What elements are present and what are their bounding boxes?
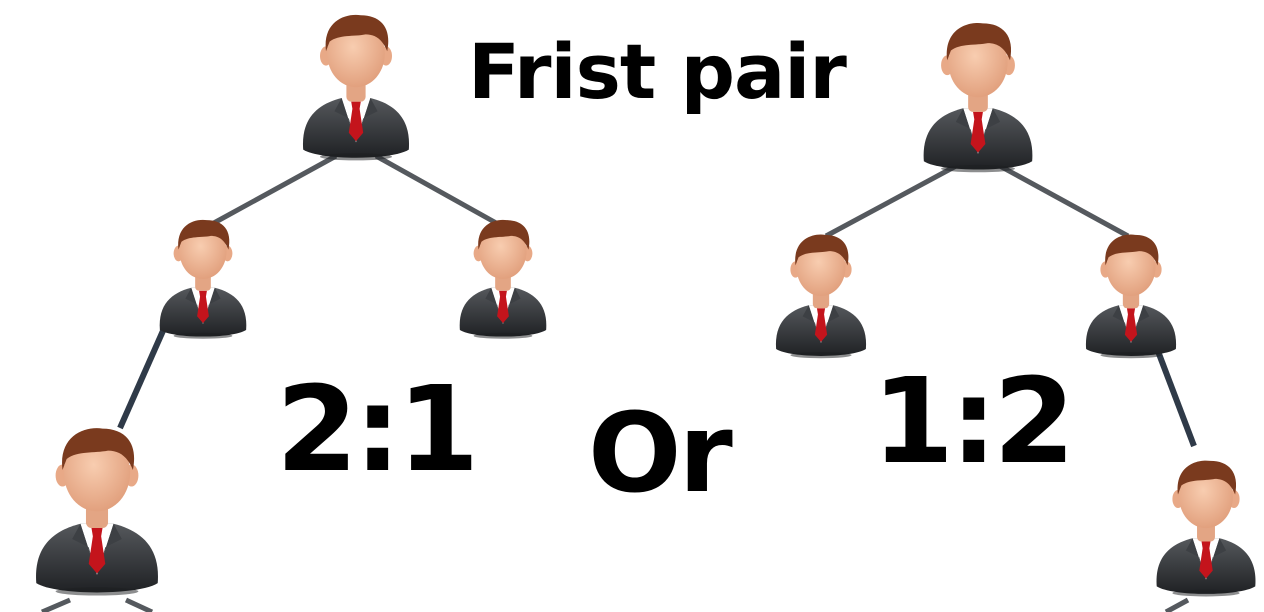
right-child-a-person-icon	[775, 234, 867, 359]
left-continuation-edge-a	[41, 597, 71, 612]
diagram-title: Frist pair	[468, 27, 847, 116]
right-continuation-edge	[1164, 597, 1190, 612]
right-tree-edges	[824, 163, 1197, 448]
right-root-person-icon	[923, 23, 1033, 173]
right-child-b-person-icon	[1085, 234, 1177, 359]
left-root-person-icon	[302, 14, 410, 161]
left-continuation-edge-b	[124, 597, 154, 612]
left-edge-root-to-left-child	[210, 153, 338, 227]
left-edge-root-to-right-child	[374, 153, 500, 227]
right-edge-child-to-grandchild	[1153, 344, 1197, 448]
left-child-b-person-icon	[459, 219, 547, 339]
right-grandchild-person-icon	[1156, 460, 1256, 597]
left-edge-child-to-grandchild	[117, 322, 169, 430]
left-tree-edges	[117, 153, 500, 430]
or-connector-label: Or	[588, 389, 733, 517]
left-ratio-label: 2:1	[276, 360, 479, 498]
right-ratio-label: 1:2	[872, 352, 1075, 490]
right-edge-root-to-left-child	[824, 163, 958, 239]
right-edge-root-to-right-child	[998, 163, 1130, 239]
left-grandchild-person-icon	[36, 428, 158, 596]
left-child-a-person-icon	[159, 219, 247, 339]
